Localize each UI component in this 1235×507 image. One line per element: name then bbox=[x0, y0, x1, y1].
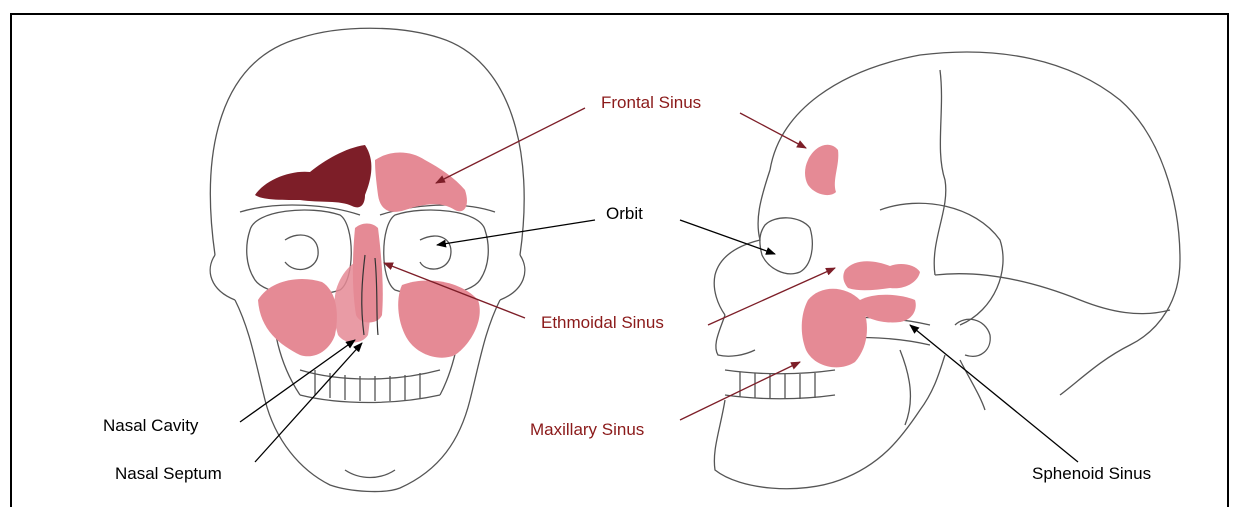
side-sinuses bbox=[802, 145, 920, 368]
frontal-sinus-dark bbox=[255, 145, 371, 207]
frontal-arrow-side bbox=[740, 113, 806, 148]
label-orbit: Orbit bbox=[606, 204, 643, 224]
side-maxillary-sinus bbox=[802, 289, 867, 368]
maxillary-arrow-side bbox=[680, 362, 800, 420]
nasal-cavity-fill bbox=[334, 258, 371, 343]
side-sphenoid-lower bbox=[860, 295, 916, 323]
sphenoid-arrow bbox=[910, 325, 1078, 462]
label-nasal-septum: Nasal Septum bbox=[115, 464, 222, 484]
label-sphenoid-sinus: Sphenoid Sinus bbox=[1032, 464, 1151, 484]
label-nasal-cavity: Nasal Cavity bbox=[103, 416, 198, 436]
maxillary-sinus-left bbox=[258, 279, 337, 356]
side-orbit-outline bbox=[760, 218, 812, 274]
label-ethmoidal-sinus: Ethmoidal Sinus bbox=[541, 313, 664, 333]
nasal-septum-arrow bbox=[255, 343, 362, 462]
side-skull bbox=[714, 52, 1180, 489]
label-frontal-sinus: Frontal Sinus bbox=[601, 93, 701, 113]
maxillary-sinus-right bbox=[398, 280, 480, 357]
frontal-arrow-front bbox=[436, 108, 585, 183]
front-sinuses bbox=[255, 145, 480, 358]
frontal-sinus-pink bbox=[375, 153, 467, 212]
side-frontal-sinus bbox=[805, 145, 838, 195]
side-ethmoid-sphenoid bbox=[843, 261, 920, 290]
orbit-arrow-front bbox=[437, 220, 595, 245]
label-maxillary-sinus: Maxillary Sinus bbox=[530, 420, 644, 440]
